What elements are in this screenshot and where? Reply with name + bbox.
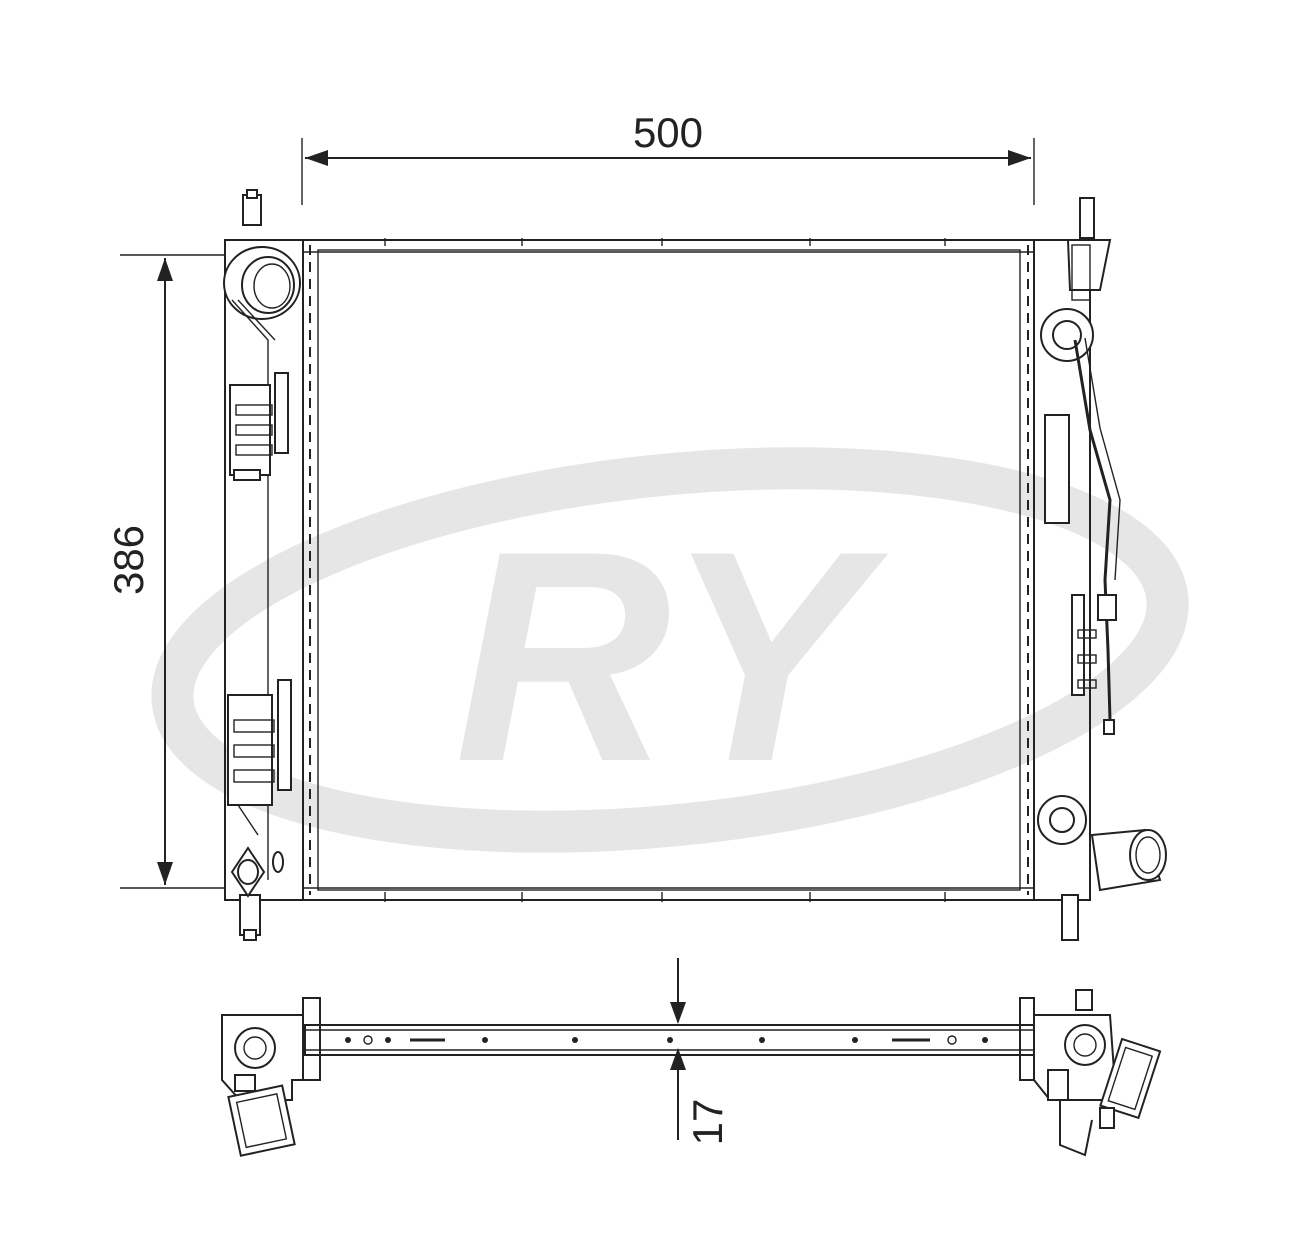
radiator-core-top-view [302,997,1035,1081]
lower-right-connector [1037,795,1087,845]
width-label: 500 [633,109,703,156]
thickness-label: 17 [684,1099,731,1146]
upper-left-bracket [229,372,289,481]
right-bracket [1071,594,1097,696]
drain-plug [230,846,284,898]
lower-left-bracket [227,679,292,836]
cooler-pipe [1073,339,1112,721]
height-label: 386 [105,525,152,595]
left-tank [223,189,304,941]
watermark-logo: RY [151,447,1189,853]
right-tank-top-view [1033,989,1162,1157]
width-dimension: 500 [301,109,1035,205]
thickness-dimension: 17 [670,958,731,1145]
upper-right-connector [1040,308,1094,362]
left-tank-top-view [221,1014,304,1157]
outlet-pipe [1090,828,1167,892]
right-tank [1033,197,1167,941]
watermark-text: RY [454,488,890,824]
upper-inlet-pipe [223,246,301,320]
height-dimension: 386 [105,254,225,889]
radiator-core-front [302,238,1035,902]
